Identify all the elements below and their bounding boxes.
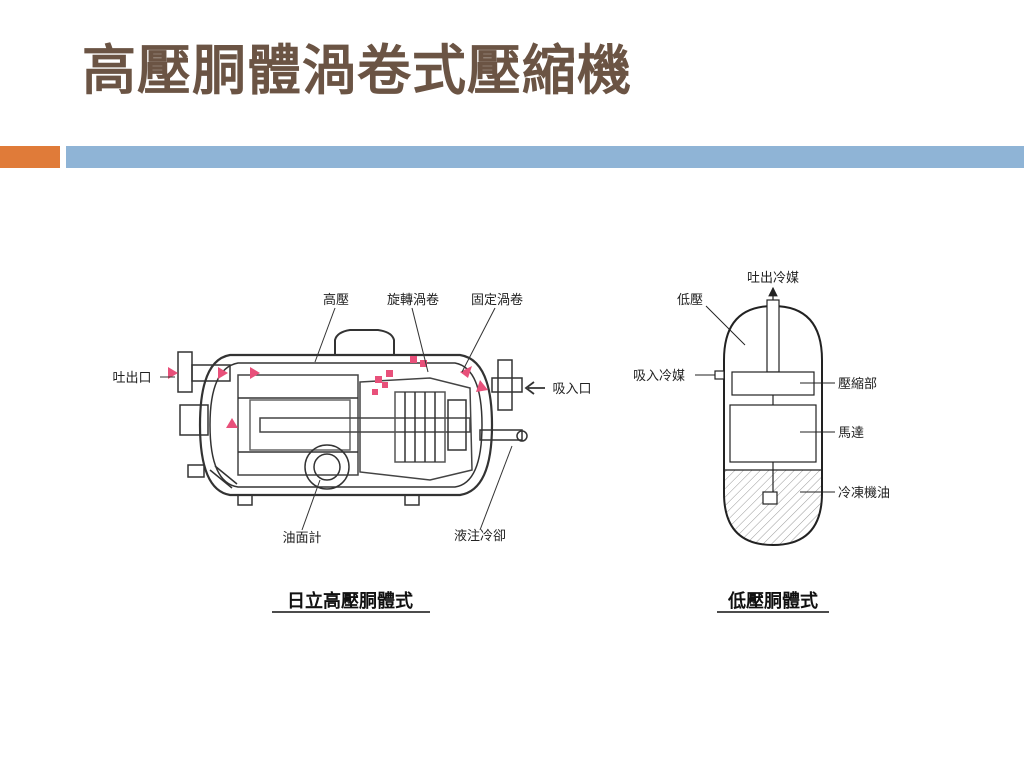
leader-lines-left [160, 307, 513, 531]
caption-low-pressure-shell: 低壓胴體式 [727, 590, 818, 612]
accent-bar-blue [66, 146, 1024, 168]
label-fixed-scroll: 固定渦卷 [471, 292, 523, 308]
leader-lines-right [695, 305, 835, 493]
label-refrigeration-oil: 冷凍機油 [838, 485, 890, 501]
label-oil-gauge: 油面計 [282, 530, 321, 546]
label-high-pressure: 高壓 [323, 292, 349, 308]
label-motor: 馬達 [838, 426, 864, 441]
label-discharge-port: 吐出口 [112, 371, 151, 386]
suction-arrow-icon [524, 381, 545, 395]
label-liquid-injection: 液注冷卻 [454, 529, 506, 544]
label-low-pressure: 低壓 [677, 293, 703, 308]
accent-bar-orange [0, 146, 60, 168]
label-orbiting-scroll: 旋轉渦卷 [387, 292, 439, 308]
label-suction-refrigerant: 吸入冷媒 [633, 369, 685, 384]
high-pressure-compressor-diagram [177, 329, 528, 506]
low-pressure-compressor-diagram [714, 286, 823, 547]
label-compression-section: 壓縮部 [838, 376, 877, 392]
refrigerant-flow-arrows [168, 356, 488, 428]
slide-title: 高壓胴體渦卷式壓縮機 [82, 39, 632, 102]
label-discharge-refrigerant: 吐出冷媒 [747, 271, 799, 286]
label-suction-port: 吸入口 [552, 382, 591, 397]
caption-high-pressure-shell: 日立高壓胴體式 [287, 590, 413, 612]
